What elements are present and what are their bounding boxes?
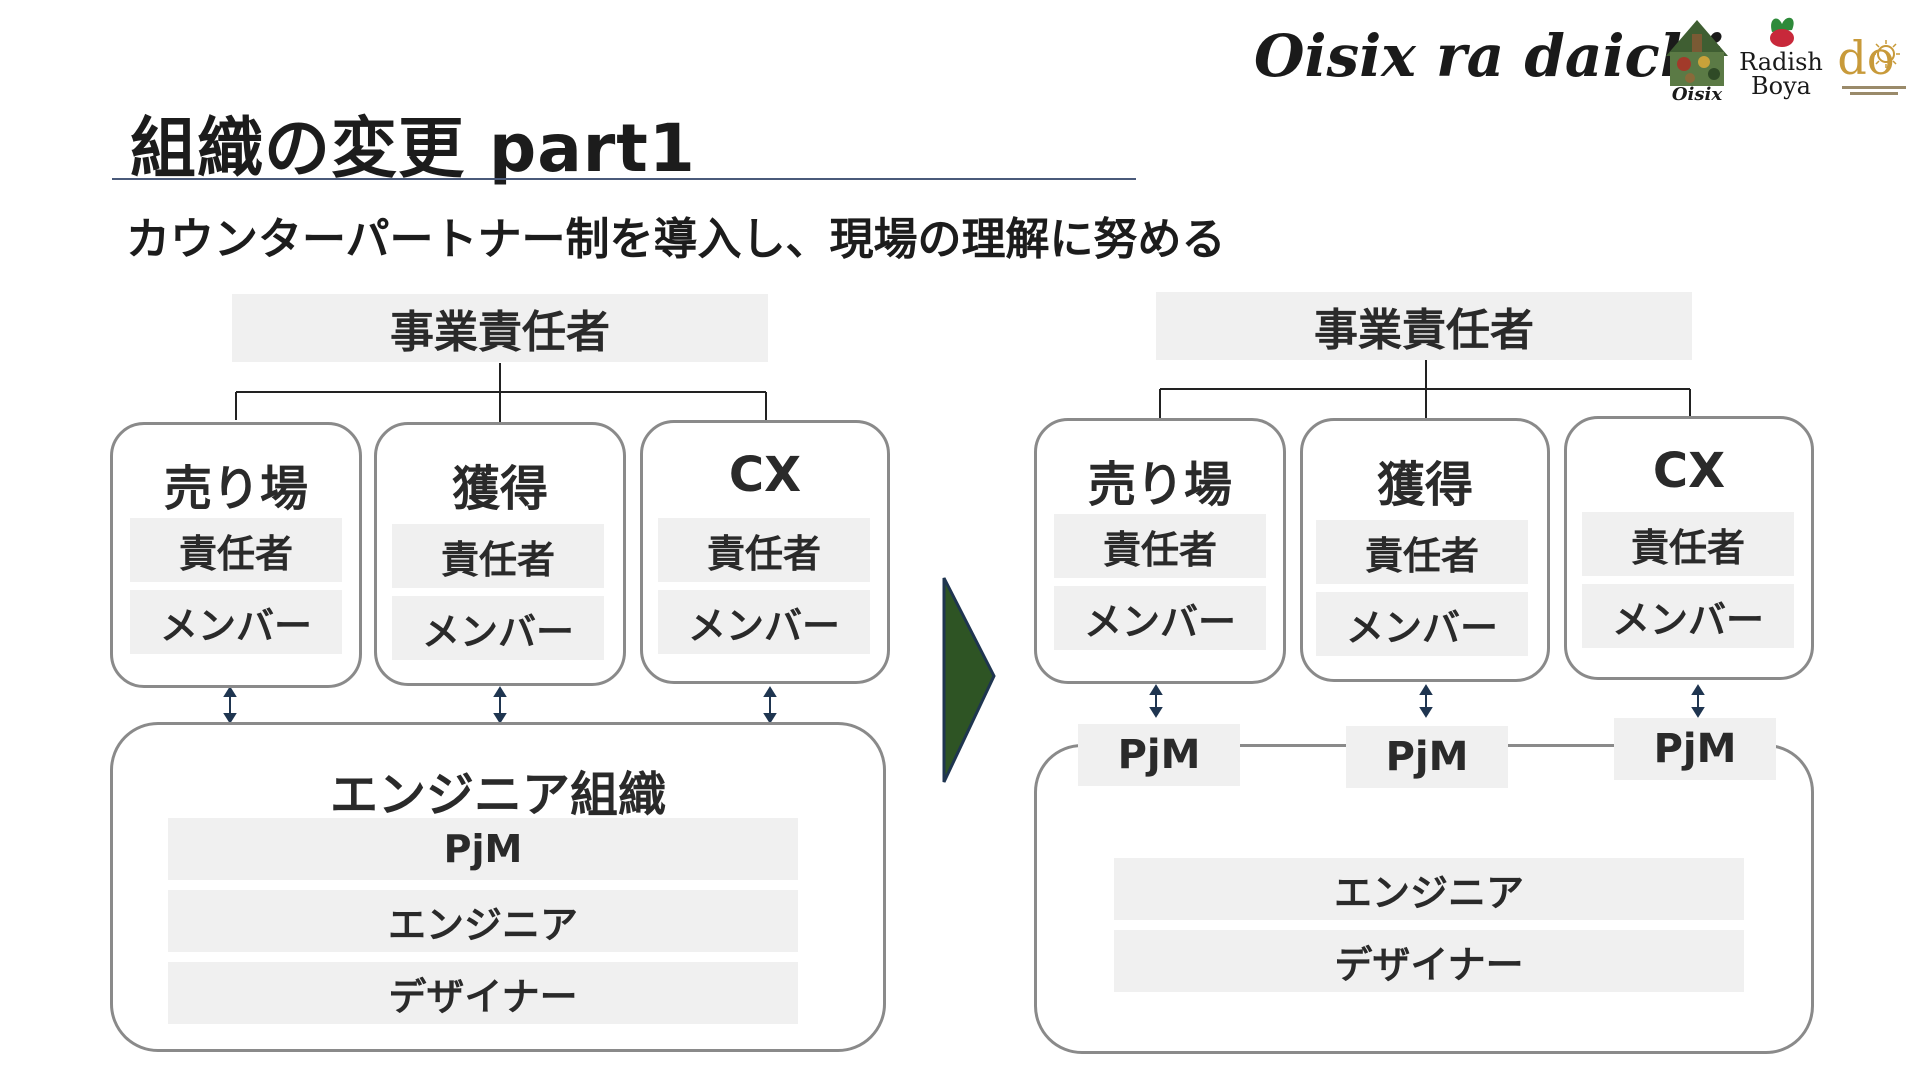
daichi-logo-text: do [1837,31,1894,85]
dept-name: 獲得 [451,461,548,517]
dept-name: CX [1652,443,1726,499]
after-pjm-1: PjM [1078,724,1240,786]
after-dept2-members: メンバー [1316,592,1528,656]
after-eng-engineer: エンジニア [1114,858,1744,920]
after-dept1-members: メンバー [1054,586,1266,650]
after-business-head: 事業責任者 [1156,292,1692,360]
after-eng-designer: デザイナー [1114,930,1744,992]
oisix-logo-text: Oisix [1672,84,1722,104]
before-dept1-lead: 責任者 [130,518,342,582]
before-dept3-members: メンバー [658,590,870,654]
before-dept2-members: メンバー [392,596,604,660]
before-business-head: 事業責任者 [232,294,768,362]
dept-name: 売り場 [163,461,308,517]
before-eng-designer: デザイナー [168,962,798,1024]
daichi-logo: do [1836,28,1912,100]
radish-logo-text: Radish [1739,48,1823,76]
after-pjm-2: PjM [1346,726,1508,788]
before-dept2-lead: 責任者 [392,524,604,588]
brand-wordmark: Oisix ra daichi [1254,22,1725,90]
boya-logo-text: Boya [1751,72,1811,100]
transition-chevron [942,577,996,783]
title-divider [112,178,1136,180]
after-dept2-lead: 責任者 [1316,520,1528,584]
slide-title: 組織の変更 part1 [130,110,696,187]
dept-name: 獲得 [1376,457,1473,513]
before-dept1-members: メンバー [130,590,342,654]
oisix-logo: Oisix [1656,12,1738,105]
dept-name: CX [728,447,802,503]
dept-name: 売り場 [1087,457,1232,513]
before-eng-pjm: PjM [168,818,798,880]
after-dept3-members: メンバー [1582,584,1794,648]
before-dept3-lead: 責任者 [658,518,870,582]
engineering-org-title: エンジニア組織 [329,767,666,823]
after-dept1-lead: 責任者 [1054,514,1266,578]
slide-subtitle: カウンターパートナー制を導入し、現場の理解に努める [126,214,1226,265]
after-dept3-lead: 責任者 [1582,512,1794,576]
radish-boya-logo: Radish Boya [1738,14,1824,100]
after-pjm-3: PjM [1614,718,1776,780]
before-eng-engineer: エンジニア [168,890,798,952]
